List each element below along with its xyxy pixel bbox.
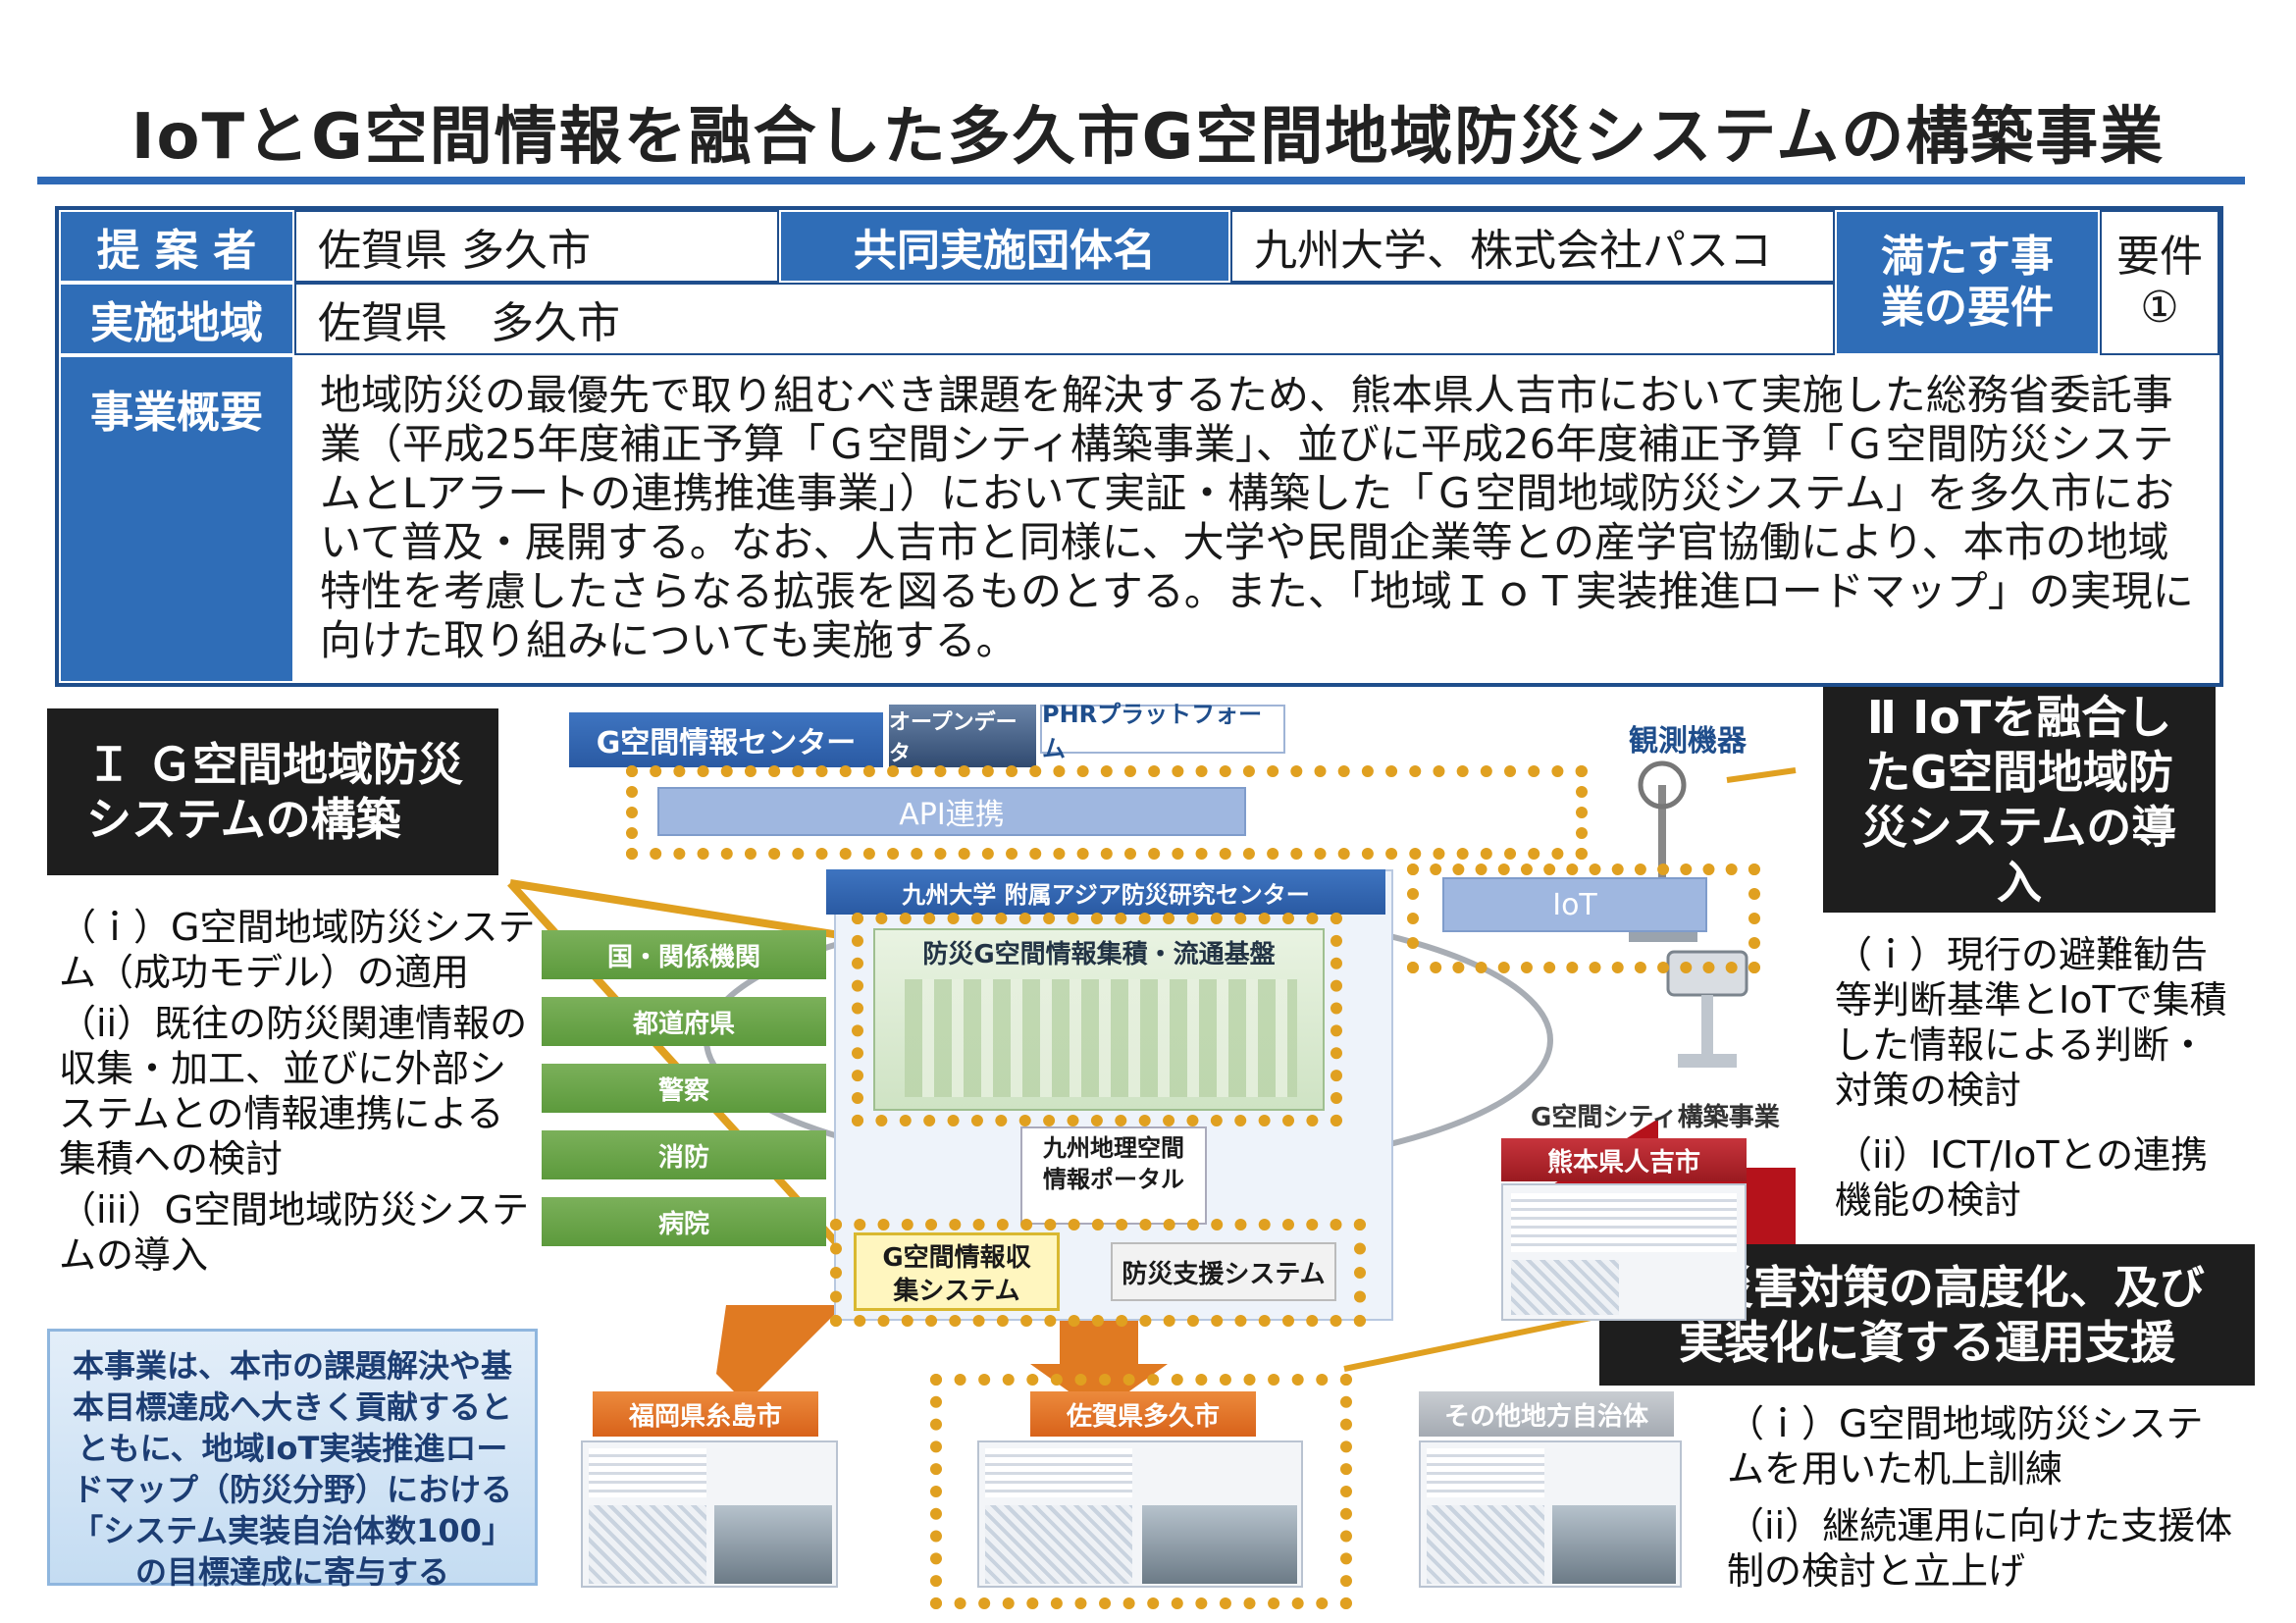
agency-fire: 消防 [542,1130,826,1179]
hitoyoshi-screenshot [1501,1183,1747,1321]
kyushu-portal: 九州地理空間情報ポータル [1020,1126,1207,1225]
g-space-collect-system: G空間情報収集システム [854,1232,1060,1311]
g-city-project-label: G空間シティ構築事業 [1531,1103,1780,1132]
platform-illustration: 防災G空間情報集積・流通基盤 [873,928,1325,1111]
summary-table: 提 案 者 佐賀県 多久市 共同実施団体名 九州大学、株式会社パスコ 満たす事業… [55,206,2223,687]
proposer-label: 提 案 者 [59,210,294,283]
api-link: API連携 [657,787,1246,836]
platform-dashed-frame [852,913,1342,1126]
g-space-center: G空間情報センター [569,712,883,767]
section1-heading: Ｉ Ｇ空間地域防災システムの構築 [47,708,498,875]
other-municipalities-screenshot [1419,1440,1682,1588]
section3-item: （ii）継続運用に向けた支援体制の検討と立上げ [1727,1504,2233,1593]
agency-prefecture: 都道府県 [542,997,826,1046]
other-municipalities-label: その他地方自治体 [1419,1391,1674,1437]
section2-heading: Ⅱ IoTを融合したG空間地域防災システムの導入 [1823,687,2216,913]
section1-item: （iii）G空間地域防災システムの導入 [59,1188,530,1277]
platform-title: 防災G空間情報集積・流通基盤 [922,940,1276,969]
api-dashed-frame [626,765,1588,860]
agency-national: 国・関係機関 [542,930,826,979]
section1-list: （ｉ）G空間地域防災システム（成功モデル）の適用 （ii）既往の防災関連情報の収… [59,905,540,1278]
sensors-label: 観測機器 [1629,724,1747,759]
agency-hospital: 病院 [542,1197,826,1246]
area-label: 実施地域 [59,283,294,355]
taku-dashed-frame [930,1374,1352,1609]
taku-screenshot [977,1440,1303,1588]
section1-item: （ii）既往の防災関連情報の収集・加工、並びに外部システムとの情報連携による集積… [59,1002,528,1180]
requirement-label: 満たす事業の要件 [1835,210,2100,355]
open-data: オープンデータ [889,705,1036,767]
hitoyoshi-label: 熊本県人吉市 [1501,1138,1747,1181]
overview-text: 地域防災の最優先で取り組むべき課題を解決するため、熊本県人吉市において実施した総… [320,371,2194,664]
section2-list: （ｉ）現行の避難勧告等判断基準とIoTで集積した情報による判断・対策の検討 （i… [1835,932,2227,1223]
requirement-value: 要件① [2100,210,2219,355]
section3-list: （ｉ）G空間地域防災システムを用いた机上訓練 （ii）継続運用に向けた支援体制の… [1727,1401,2237,1594]
iot-box: IoT [1442,877,1707,932]
partner-label: 共同実施団体名 [779,210,1230,283]
project-contribution-note: 本事業は、本市の課題解決や基本目標達成へ大きく貢献するとともに、地域IoT実装推… [47,1329,538,1591]
phr-platform: PHRプラットフォーム [1040,701,1285,762]
partner-value: 九州大学、株式会社パスコ [1230,210,1835,283]
section1-item: （ｉ）G空間地域防災システム（成功モデル）の適用 [59,906,536,994]
agency-police: 警察 [542,1064,826,1113]
area-value: 佐賀県 多久市 [294,283,1835,355]
systems-dashed-frame [830,1219,1366,1327]
taku-label: 佐賀県多久市 [1030,1391,1256,1437]
disaster-support-system: 防災支援システム [1111,1242,1336,1301]
proposer-value: 佐賀県 多久市 [294,210,779,283]
title-rule [37,177,2245,184]
kyushu-center-title: 九州大学 附属アジア防災研究センター [826,869,1385,915]
page-title: IoTとG空間情報を融合した多久市G空間地域防災システムの構築事業 [130,101,2166,174]
section2-item: （ii）ICT/IoTとの連携機能の検討 [1835,1133,2209,1222]
section3-item: （ｉ）G空間地域防災システムを用いた机上訓練 [1727,1402,2204,1491]
section2-item: （ｉ）現行の避難勧告等判断基準とIoTで集積した情報による判断・対策の検討 [1835,933,2227,1112]
itoshima-label: 福岡県糸島市 [593,1391,818,1437]
platform-map-graphic [905,979,1297,1097]
iot-dashed-frame [1407,864,1760,973]
overview-label: 事業概要 [59,355,294,683]
itoshima-screenshot [581,1440,838,1588]
